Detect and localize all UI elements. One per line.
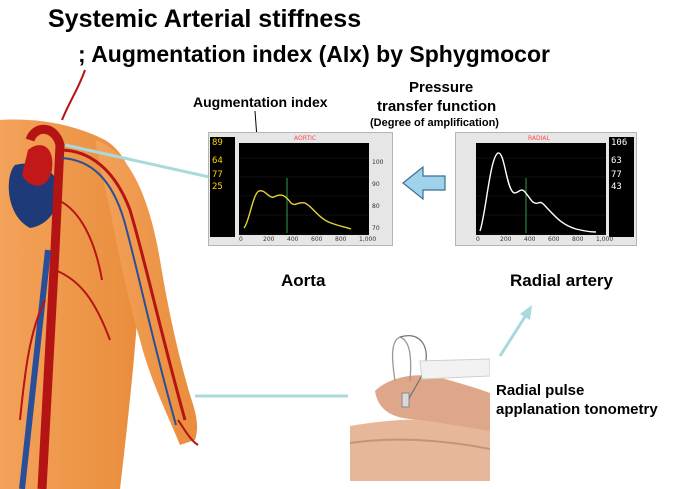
amplification-label: (Degree of amplification): [370, 117, 499, 129]
aortic-readout-value: 89: [212, 138, 223, 148]
aortic-readout-value: 77: [212, 170, 223, 180]
grid-lines: [476, 157, 606, 235]
title-line-2: ; Augmentation index (AIx) by Sphygmocor: [78, 41, 550, 67]
aortic-waveform-panel: 89 64 77 25 AORTIC 100 90 80 70 0 200 400 600 8…: [208, 132, 393, 246]
tonometry-photo: [350, 331, 490, 481]
augmentation-index-label: Augmentation index: [193, 94, 328, 110]
transfer-arrow-icon: [402, 165, 446, 201]
radial-readout-value: 43: [611, 182, 622, 192]
aortic-y-tick-label: 80: [372, 203, 380, 210]
radial-up-arrow: [498, 311, 530, 357]
aortic-readout: 89 64 77 25: [210, 137, 235, 237]
aortic-panel-name: AORTIC: [294, 135, 317, 142]
hand-shape: [375, 375, 490, 431]
aorta-connector-line: [64, 143, 233, 184]
aortic-plot-area: [239, 143, 369, 235]
pressure-waveform: [243, 190, 352, 230]
radial-x-tick-label: 1,000: [596, 236, 614, 243]
radial-x-tick-label: 600: [548, 236, 560, 243]
radial-x-tick-label: 800: [572, 236, 584, 243]
aortic-x-tick-label: 1,000: [359, 236, 377, 243]
radial-artery-label: Radial artery: [510, 271, 613, 290]
aortic-x-tick-label: 0: [239, 236, 243, 243]
radial-x-tick-label: 400: [524, 236, 536, 243]
aortic-x-tick-label: 400: [287, 236, 299, 243]
grid-lines: [239, 157, 369, 235]
aortic-y-tick-label: 90: [372, 181, 380, 188]
radial-x-tick-label: 200: [500, 236, 512, 243]
tonometry-label-line-1: Radial pulse: [496, 382, 585, 399]
sleeve-shape: [419, 358, 490, 380]
aortic-x-tick-label: 800: [335, 236, 347, 243]
radial-plot-area: [476, 143, 606, 235]
radial-x-tick-label: 0: [476, 236, 480, 243]
aortic-x-tick-label: 200: [263, 236, 275, 243]
radial-readout-value: 106: [611, 138, 628, 148]
tonometry-label-line-2: applanation tonometry: [496, 401, 658, 418]
title-line-1: Systemic Arterial stiffness: [48, 5, 362, 33]
radial-readout-value: 63: [611, 156, 622, 166]
radial-readout-value: 77: [611, 170, 622, 180]
aortic-y-tick-label: 100: [372, 159, 384, 166]
radial-readout: 106 63 77 43: [609, 137, 634, 237]
radial-waveform-panel: RADIAL 106 63 77 43 0 200 400 600 800 1,000: [455, 132, 637, 246]
aorta-label: Aorta: [281, 271, 326, 290]
pressure-waveform: [479, 152, 597, 233]
transfer-function-label: transfer function: [377, 98, 497, 115]
aortic-x-tick-label: 600: [311, 236, 323, 243]
aortic-readout-value: 64: [212, 156, 223, 166]
pressure-label: Pressure: [409, 79, 474, 96]
aortic-readout-value: 25: [212, 182, 223, 192]
radial-panel-name: RADIAL: [528, 135, 550, 142]
aortic-y-tick-label: 70: [372, 225, 380, 232]
wrist-shape: [350, 419, 490, 481]
